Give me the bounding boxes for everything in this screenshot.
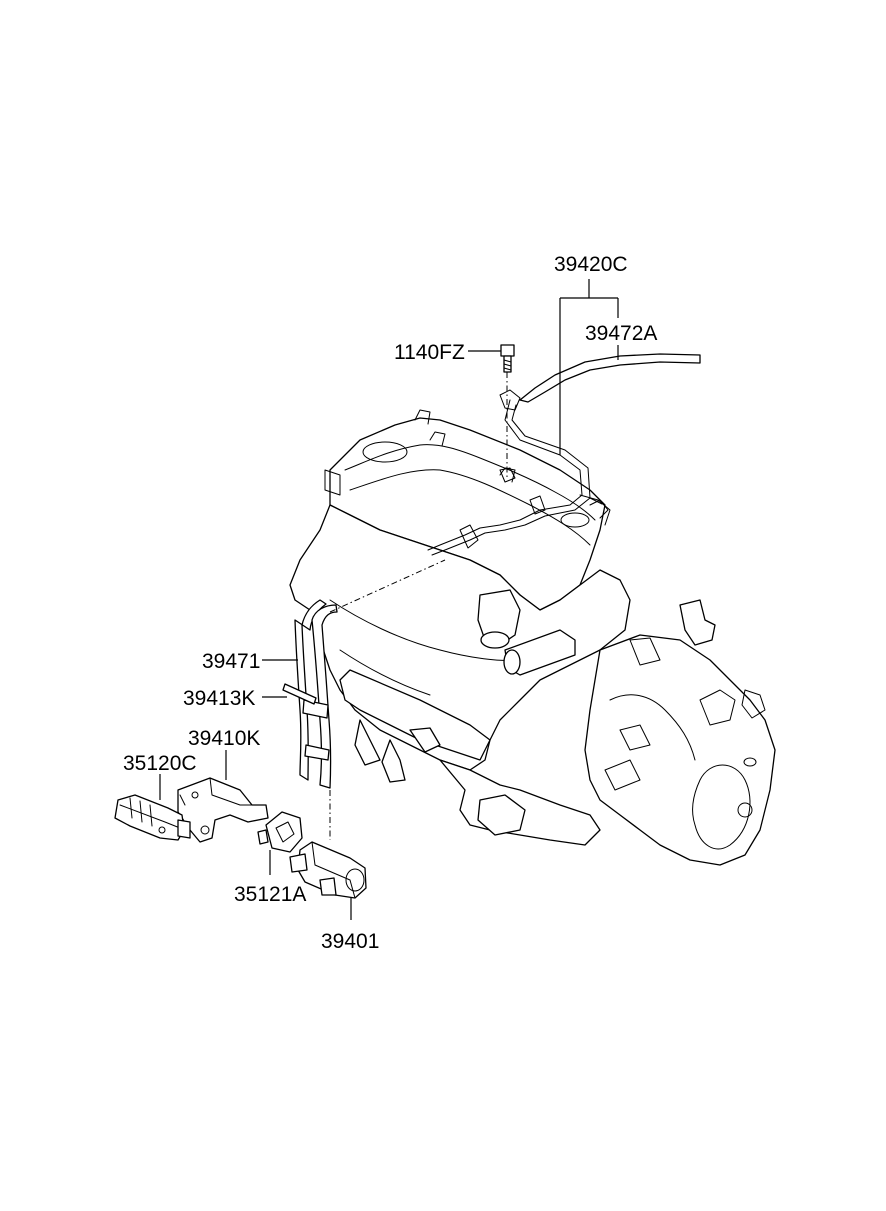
- label-39413K: 39413K: [183, 687, 255, 710]
- solenoid-valve-39401: [289, 841, 367, 899]
- label-39420C: 39420C: [554, 253, 628, 276]
- bracket-39410K: [177, 777, 269, 843]
- hose-39471: [294, 559, 446, 840]
- engine-assembly-drawing: [289, 409, 776, 866]
- label-39472A: 39472A: [585, 322, 657, 345]
- tube-39413K: [282, 683, 317, 705]
- part-labels: 39420C 39472A 1140FZ 39471 39413K 39410K…: [123, 253, 657, 953]
- vacuum-tube-39472A: [427, 353, 701, 556]
- label-35121A: 35121A: [234, 883, 306, 906]
- label-35120C: 35120C: [123, 752, 197, 775]
- label-39471: 39471: [202, 650, 260, 673]
- leader-lines: [159, 279, 619, 920]
- label-1140FZ: 1140FZ: [394, 341, 465, 364]
- bolt-1140FZ: [500, 344, 515, 480]
- label-39401: 39401: [321, 930, 379, 953]
- sensor-35120C: [114, 794, 191, 841]
- label-39410K: 39410K: [188, 727, 260, 750]
- grommet-35121A: [257, 811, 303, 853]
